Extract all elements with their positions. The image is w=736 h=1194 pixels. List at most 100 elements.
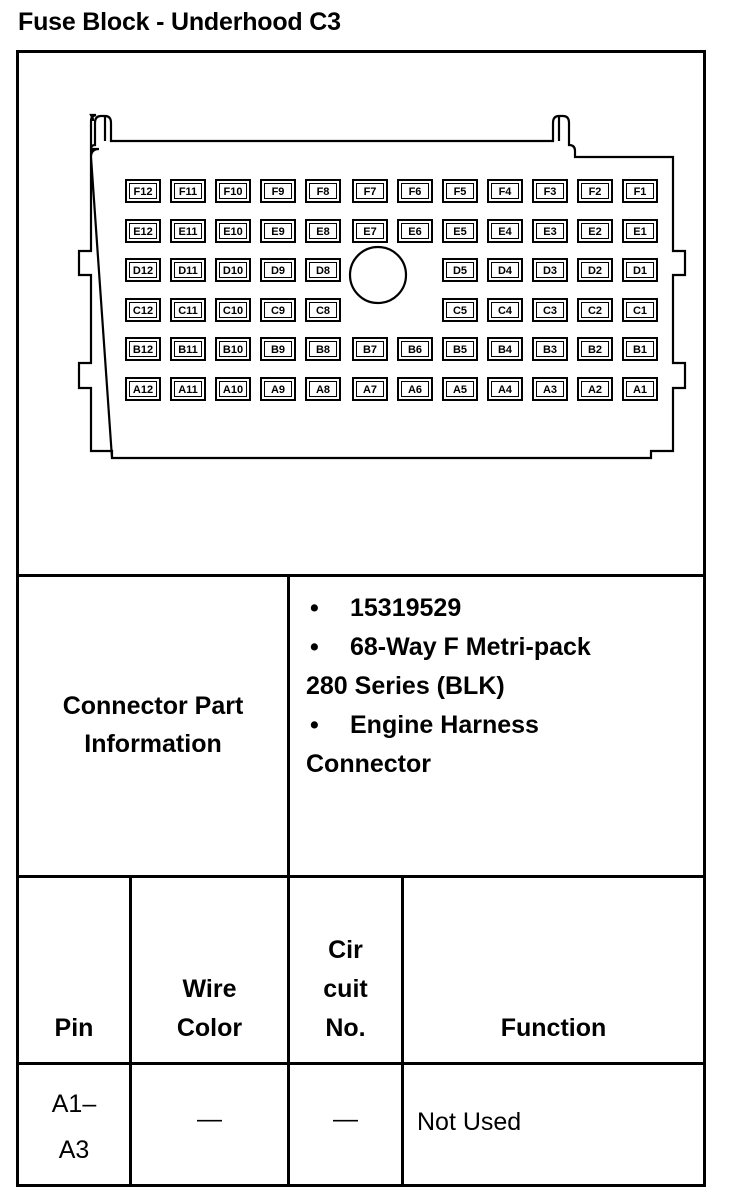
pin-label: C8 [316,305,330,317]
pin-label: D12 [133,265,153,277]
pin-label: A8 [316,384,330,396]
pin-label: E3 [543,226,556,238]
pin-cavity-inner [491,341,519,357]
connector-center-post [348,245,408,305]
pin-label: B2 [588,344,602,356]
pin-cavity-inner [581,183,609,199]
pin-cavity [260,377,296,401]
pin-cavity-inner [446,223,474,239]
pin-cavity-inner [401,223,429,239]
pin-label: E7 [363,226,376,238]
pin-cavity [622,298,658,322]
pin-cavity [260,219,296,243]
pin-cavity-inner [446,302,474,318]
pin-label: D9 [271,265,285,277]
pin-cavity-inner [174,223,202,239]
part-info-list: •15319529 •68-Way F Metri-pack 280 Serie… [306,589,701,784]
pin-label: C12 [133,305,153,317]
pin-label: A10 [223,384,243,396]
pin-cavity [170,337,206,361]
bullet-icon: • [310,711,319,739]
pin-cavity-inner [491,262,519,278]
pin-label: F8 [317,186,330,198]
pin-cavity-inner [491,302,519,318]
pin-cavity [397,179,433,203]
divider-line [19,1062,703,1065]
pin-cavity-inner [446,183,474,199]
pin-cavity [532,258,568,282]
table-row-wire-color: — [197,1105,222,1133]
pin-cavity [125,377,161,401]
pin-cavity-inner [356,223,384,239]
pin-cavity [487,337,523,361]
pin-cavity-inner [581,381,609,397]
divider-line [19,574,703,577]
pin-cavity [622,219,658,243]
pin-cavity [170,179,206,203]
pin-label: F3 [544,186,557,198]
divider-line [129,878,132,1184]
divider-line [287,878,290,1184]
pin-label: D2 [588,265,602,277]
pin-cavity-inner [491,381,519,397]
pin-label: F7 [364,186,377,198]
pin-label: D1 [633,265,647,277]
pin-cavity [170,298,206,322]
pin-label: B8 [316,344,330,356]
pin-cavity-inner [536,302,564,318]
connector-housing-outline [77,113,687,460]
pin-label: E12 [133,226,153,238]
pin-cavity [487,258,523,282]
header-pin: Pin [19,1009,129,1048]
harness-description-cont: Connector [306,750,431,778]
table-row-circuit: — [333,1105,358,1133]
pin-cavity [305,337,341,361]
pin-cavity [170,258,206,282]
table-row-pin: A1– A3 [19,1081,129,1173]
pin-cavity [577,258,613,282]
pin-cavity [170,219,206,243]
pin-cavity [397,337,433,361]
pin-label: F4 [499,186,513,198]
pin-label: C1 [633,305,647,317]
pin-cavity-inner [174,381,202,397]
pin-cavity [352,219,388,243]
pin-label: D3 [543,265,557,277]
pin-cavity-inner [264,381,292,397]
pin-cavity-inner [129,381,157,397]
header-function-text: Function [500,1014,607,1042]
pin-label: F12 [134,186,153,198]
pin-label: A6 [408,384,422,396]
divider-line [19,875,703,878]
pin-label: E10 [223,226,243,238]
pin-cavity [260,298,296,322]
table-row-function: Not Used [417,1108,522,1136]
pin-cavity [170,377,206,401]
pin-label: E1 [633,226,646,238]
pin-cavity-inner [219,262,247,278]
pin-label: C2 [588,305,602,317]
bullet-icon: • [310,633,319,661]
pin-cavity-inner [356,381,384,397]
pin-cavity-inner [174,262,202,278]
pin-cavity-inner [309,183,337,199]
pin-cavity [305,219,341,243]
pin-cavity [532,337,568,361]
pin-label: A3 [543,384,557,396]
pin-cavity-inner [491,223,519,239]
pin-cavity [305,298,341,322]
pin-cavity [577,377,613,401]
pin-label: B11 [178,344,198,356]
pin-label: B7 [363,344,377,356]
pin-cavity-inner [264,183,292,199]
pin-label: A4 [498,384,513,396]
pin-cavity [215,298,251,322]
pin-cavity [622,258,658,282]
part-info-label-line: Information [84,730,222,758]
pin-label: E6 [408,226,421,238]
pin-cavity [577,337,613,361]
pin-label: C3 [543,305,557,317]
pin-cavity [442,298,478,322]
